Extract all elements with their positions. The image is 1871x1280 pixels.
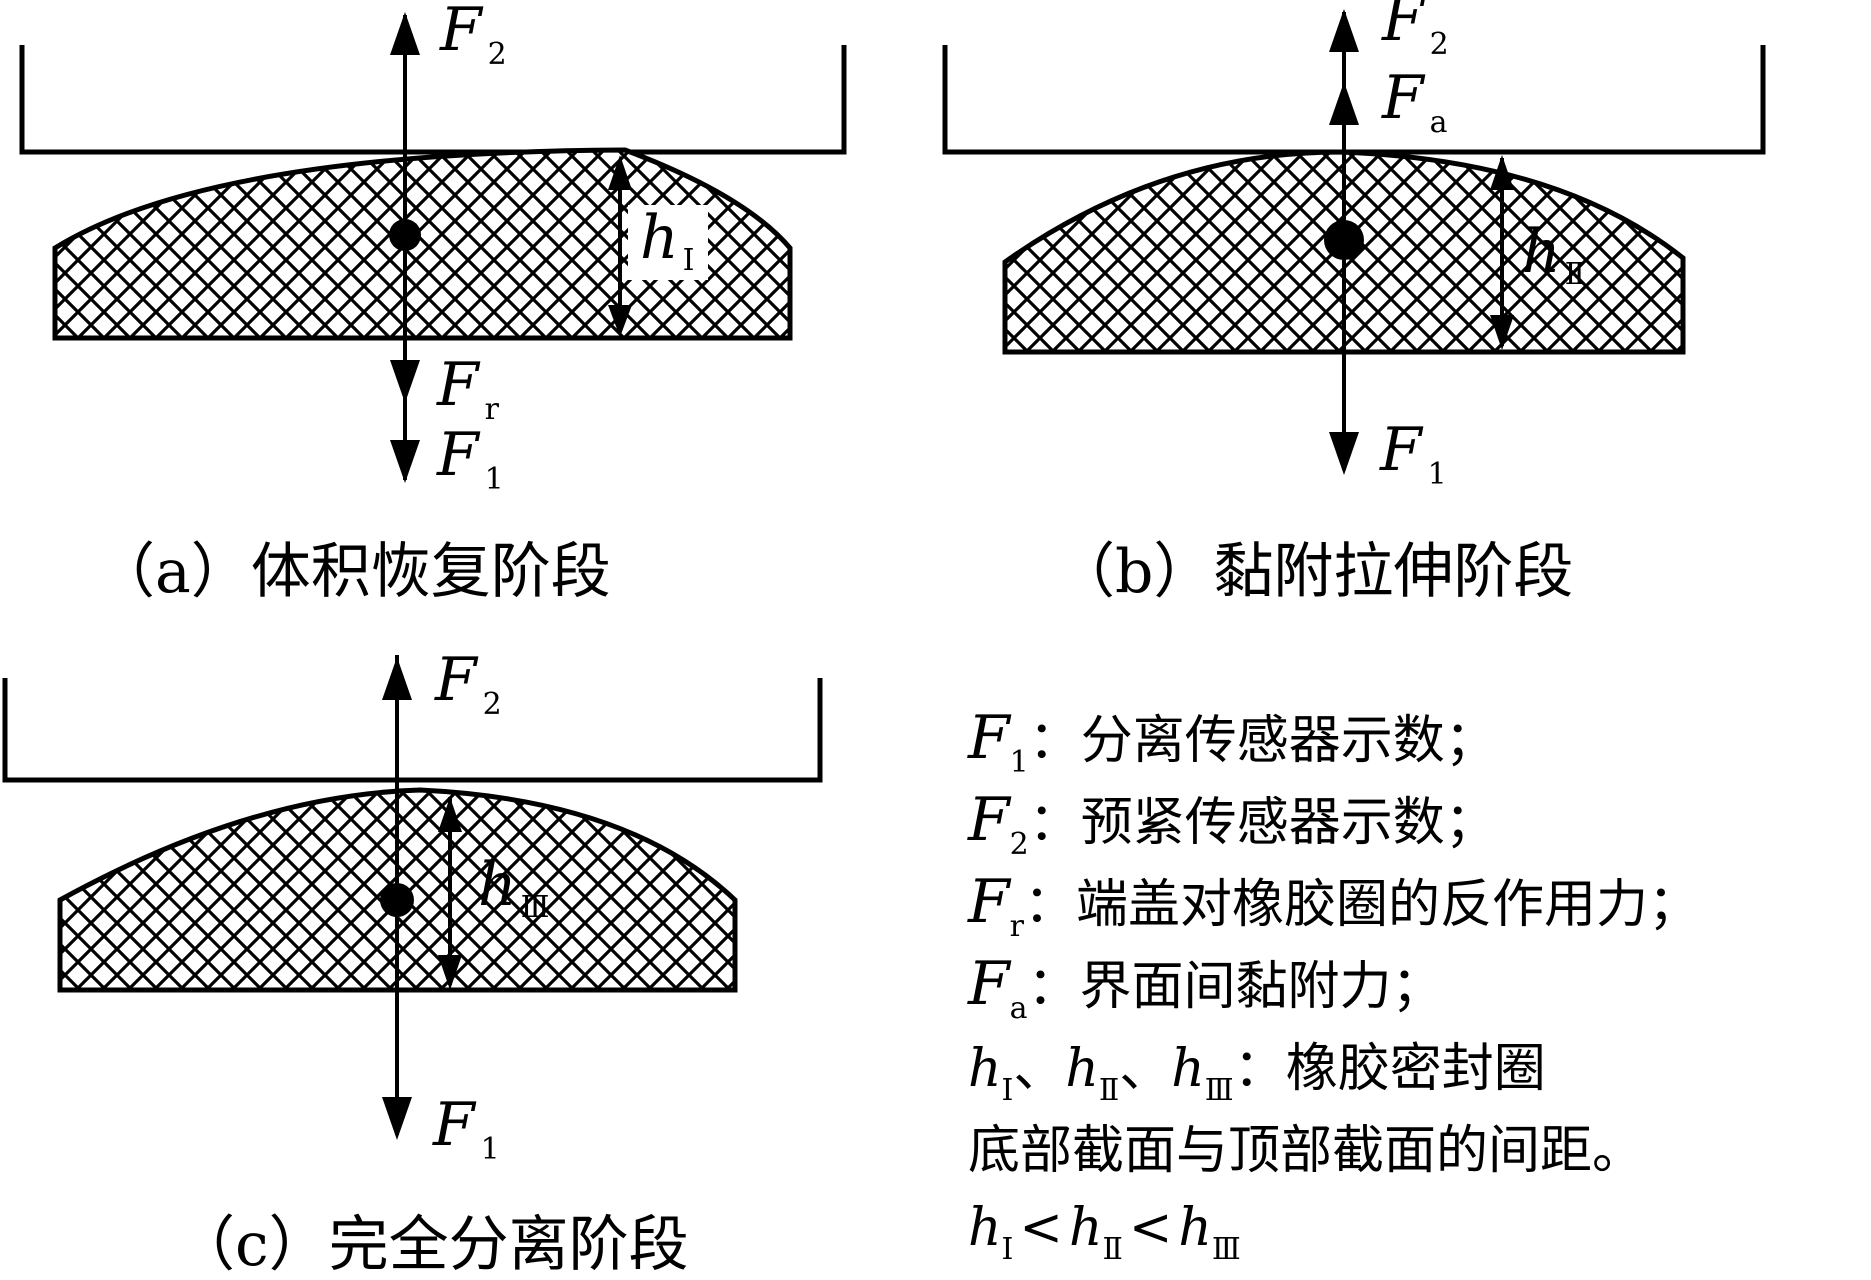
arrow-up-f2-b [1329, 9, 1359, 52]
legend: F1：分离传感器示数； F2：预紧传感器示数； Fr：端盖对橡胶圈的反作用力； … [967, 703, 1700, 1267]
height-arrow-a-top [608, 155, 632, 190]
legend-item-f1: F1：分离传感器示数； [967, 703, 1497, 780]
legend-h-line2: 底部截面与顶部截面的间距。 [968, 1121, 1644, 1181]
arrow-down-r-a [390, 360, 420, 403]
arrow-up-a [390, 12, 420, 55]
legend-item-fa: Fa：界面间黏附力； [967, 949, 1444, 1026]
arrow-down-f1-c [382, 1097, 412, 1140]
legend-item-f2: F2：预紧传感器示数； [967, 785, 1497, 862]
caption-a: （a）体积恢复阶段 [95, 537, 611, 607]
end-cap-b [942, 45, 1766, 155]
centroid-c [380, 883, 414, 917]
arrow-down-1-a [390, 440, 420, 483]
arrow-up-fa-b [1329, 82, 1359, 125]
height-arrow-b-top [1490, 155, 1514, 190]
caption-c: （c）完全分离阶段 [175, 1210, 689, 1280]
arrow-up-f2-c [382, 657, 412, 700]
end-cap-a [19, 45, 847, 155]
height-arrow-a-bot [608, 305, 632, 337]
height-arrow-b-bot [1490, 315, 1514, 350]
legend-item-fr: Fr：端盖对橡胶圈的反作用力； [967, 867, 1700, 944]
arrow-down-f1-b [1329, 432, 1359, 475]
height-arrow-c-top [438, 797, 462, 832]
seal-ring-a [52, 147, 793, 341]
centroid-a [389, 219, 421, 251]
legend-item-h: hⅠ、hⅡ、hⅢ：橡胶密封圈 [968, 1039, 1546, 1108]
legend-h-inequality: hⅠ<hⅡ<hⅢ [968, 1198, 1241, 1267]
centroid-b [1324, 220, 1364, 260]
height-arrow-c-bot [438, 955, 462, 990]
end-cap-c [2, 678, 823, 783]
caption-b: （b）黏附拉伸阶段 [1055, 537, 1573, 607]
